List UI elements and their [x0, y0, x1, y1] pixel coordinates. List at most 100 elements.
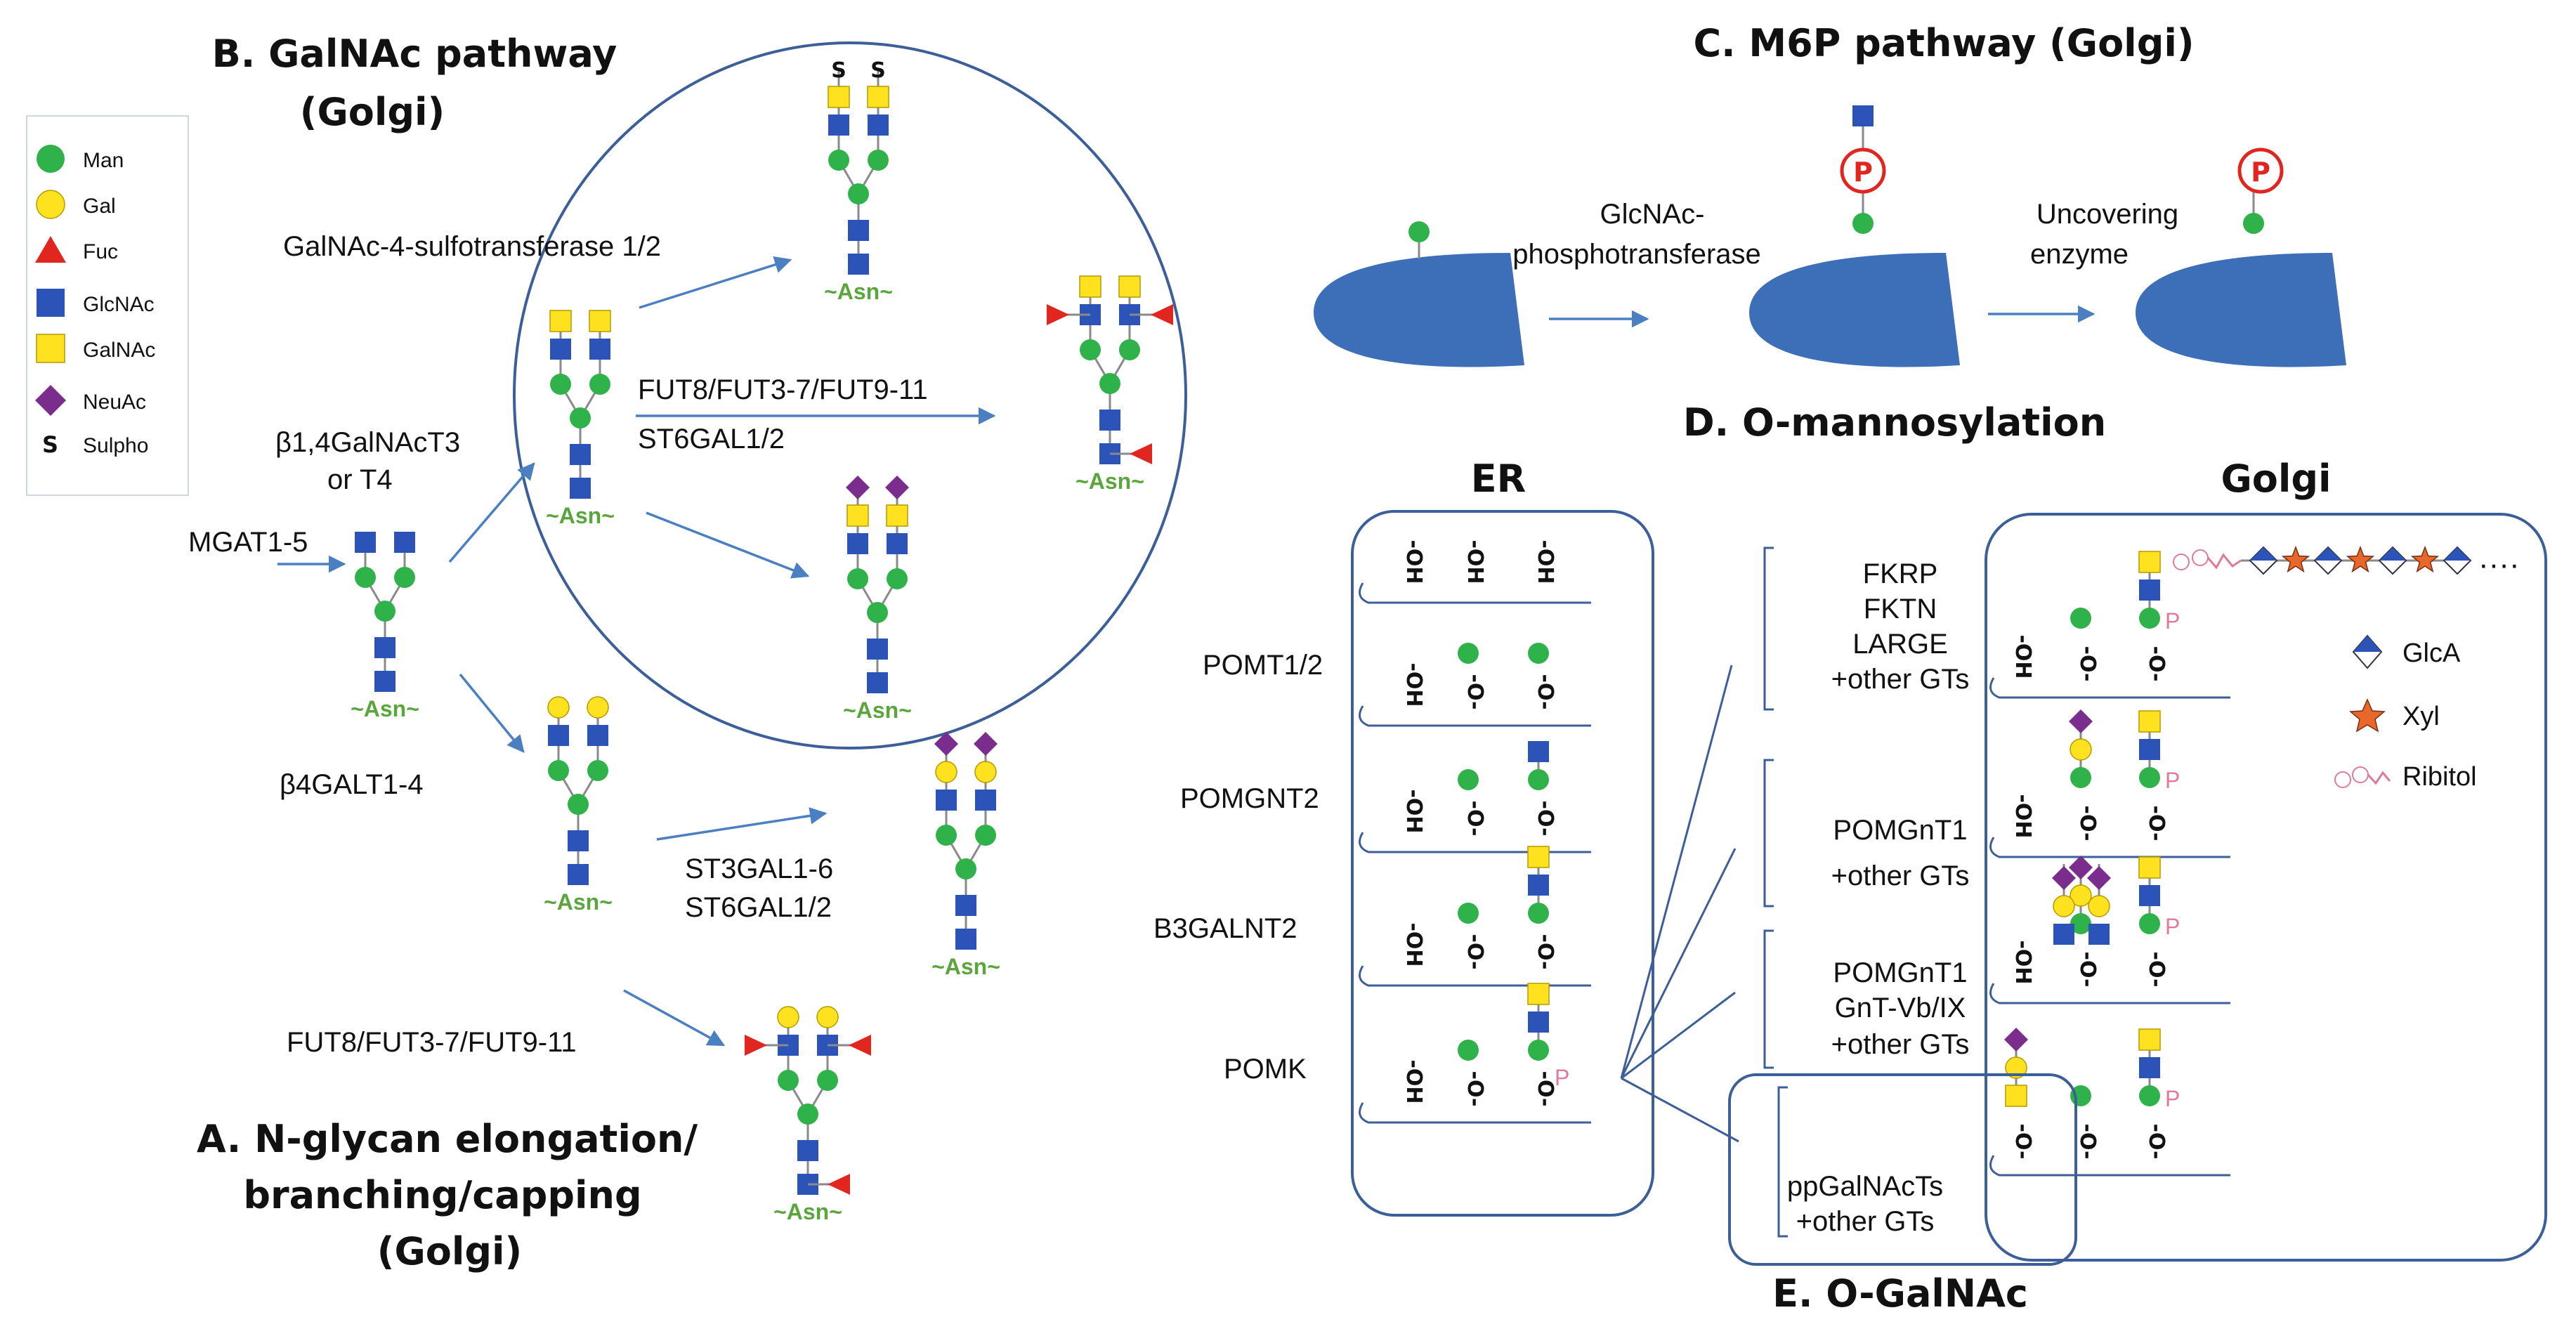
galnac-icon: [589, 310, 611, 332]
phospho-mark: P: [2165, 768, 2180, 793]
phosphate-icon: [2237, 148, 2284, 194]
mgat-label: MGAT1-5: [188, 527, 308, 558]
membrane-line: [1359, 1102, 1591, 1124]
panel-a-title-2: branching/capping: [243, 1173, 641, 1217]
uncovering-enzyme-label-2: enzyme: [2030, 239, 2129, 270]
glcnac-icon: [37, 289, 65, 317]
galnac-icon: [867, 86, 889, 108]
glcnac-icon: [568, 864, 589, 885]
man-icon: [955, 858, 976, 879]
man-icon: [1099, 373, 1120, 394]
other-gts-label-e: +other GTs: [1796, 1206, 1935, 1237]
protein-shape: [1749, 253, 1960, 367]
bracket-3: [1763, 929, 1774, 1069]
glcnac-icon: [1528, 1012, 1549, 1033]
panel-a: MGAT1-5 β4GALT1-4 ST3GAL1-6 ST6GAL1/2 FU…: [188, 462, 833, 1274]
gal-icon: [36, 190, 65, 219]
glcnac-icon: [570, 478, 591, 499]
o-label: -O-: [1463, 934, 1487, 970]
phospho-mark: P: [2165, 608, 2180, 634]
man-icon: [570, 407, 591, 428]
glcnac-icon: [394, 532, 415, 553]
glcnac-icon: [848, 220, 869, 241]
b3galnt2-label: B3GALNT2: [1153, 913, 1297, 944]
glcnac-icon: [587, 725, 608, 746]
galnac-icon: [1079, 275, 1101, 298]
gal-icon: [2053, 895, 2075, 917]
panel-a-title: A. N-glycan elongation/: [197, 1117, 698, 1161]
panel-d-title: D. O-mannosylation: [1683, 400, 2106, 445]
ppgalnacts-label: ppGalNAcTs: [1787, 1171, 1943, 1202]
bracket-1: [1763, 546, 1774, 711]
glcnac-icon: [2088, 924, 2110, 945]
legend-label-gal: Gal: [83, 195, 116, 218]
glca-icon: [2352, 634, 2383, 669]
o-label: -O-: [1463, 801, 1487, 837]
ribitol-icon: [2334, 766, 2391, 788]
oh-label: -OH: [1401, 1059, 1426, 1104]
man-icon: [778, 1070, 799, 1091]
oh-label: -OH: [1401, 539, 1426, 584]
neuac-icon: [846, 476, 870, 499]
b14galnact-label-2: or T4: [327, 464, 393, 495]
phosphate-icon: [1840, 148, 1886, 194]
legend-2: GlcA Xyl Ribitol: [2334, 634, 2477, 792]
man-icon: [589, 374, 610, 395]
gal-icon: [2088, 895, 2110, 917]
symbol-legend: Man Gal Fuc GlcNAc GalNAc NeuAc S Sulpho: [26, 115, 189, 496]
man-icon: [355, 567, 376, 588]
pomt-label: POMT1/2: [1203, 650, 1323, 681]
galnac-icon: [886, 504, 908, 527]
arrow-to-sialyl: [646, 511, 810, 579]
neuac-icon: [934, 732, 958, 756]
sulpho-icon: S: [831, 58, 846, 83]
man-icon: [1458, 769, 1479, 790]
glycan-galnac-product: ~Asn~: [546, 310, 615, 528]
fut-label-a: FUT8/FUT3-7/FUT9-11: [287, 1027, 577, 1058]
b14galnact-label: β1,4GalNAcT3: [275, 427, 460, 458]
glcnac-icon: [975, 790, 996, 811]
galnac-icon: [36, 334, 65, 363]
uncovering-enzyme-label: Uncovering: [2036, 199, 2178, 230]
man-icon: [2070, 608, 2091, 629]
panel-c-title: C. M6P pathway (Golgi): [1693, 21, 2194, 65]
o-label: -O-: [2075, 1124, 2100, 1160]
ribitol-chain: [2206, 553, 2242, 570]
fut-label-b: FUT8/FUT3-7/FUT9-11: [638, 374, 928, 405]
legend-label-glcnac: GlcNAc: [83, 293, 155, 316]
galnac-icon: [846, 504, 869, 527]
galnac-pathway-circle: [513, 41, 1187, 749]
glcnac-icon: [550, 339, 571, 360]
phosphate-letter: P: [2251, 157, 2270, 188]
asn-label: ~Asn~: [773, 1199, 842, 1224]
man-icon: [1119, 339, 1140, 360]
man-icon: [1528, 643, 1549, 664]
other-gts-label-3: +other GTs: [1831, 1029, 1970, 1060]
glcnac-icon: [548, 725, 569, 746]
neuac-icon: [974, 732, 998, 756]
asn-label: ~Asn~: [931, 954, 1000, 979]
glcnac-icon: [847, 533, 868, 554]
legend-label-sulpho: Sulpho: [83, 434, 148, 457]
phospho-mark: P: [2165, 914, 2180, 939]
sulpho-icon: S: [870, 58, 886, 83]
galnac-icon: [2138, 1028, 2161, 1051]
glcnac-icon: [570, 444, 591, 465]
man-icon: [394, 567, 415, 588]
panel-c: C. M6P pathway (Golgi) GlcNAc- phosphotr…: [1512, 21, 2195, 328]
glcnac-icon: [2139, 1057, 2160, 1078]
glcnac-icon: [2139, 580, 2160, 601]
galnac-icon: [828, 86, 850, 108]
large-label: LARGE: [1852, 629, 1948, 660]
man-icon: [2070, 767, 2091, 788]
membrane-line: [1989, 983, 2230, 1004]
bracket-4: [1777, 1086, 1788, 1238]
xyl-icon: [2410, 545, 2440, 573]
pomgnt1-label-2: POMGnT1: [1833, 957, 1967, 988]
gal-icon: [587, 696, 609, 719]
man-icon: [548, 760, 569, 781]
man-icon: [2243, 213, 2264, 234]
connector-1: [1620, 664, 1733, 1079]
golgi-rows: -OH-O--O-P-OH-O--O-P-OH-O--O-P-O--O--O-P: [1989, 551, 2230, 1177]
